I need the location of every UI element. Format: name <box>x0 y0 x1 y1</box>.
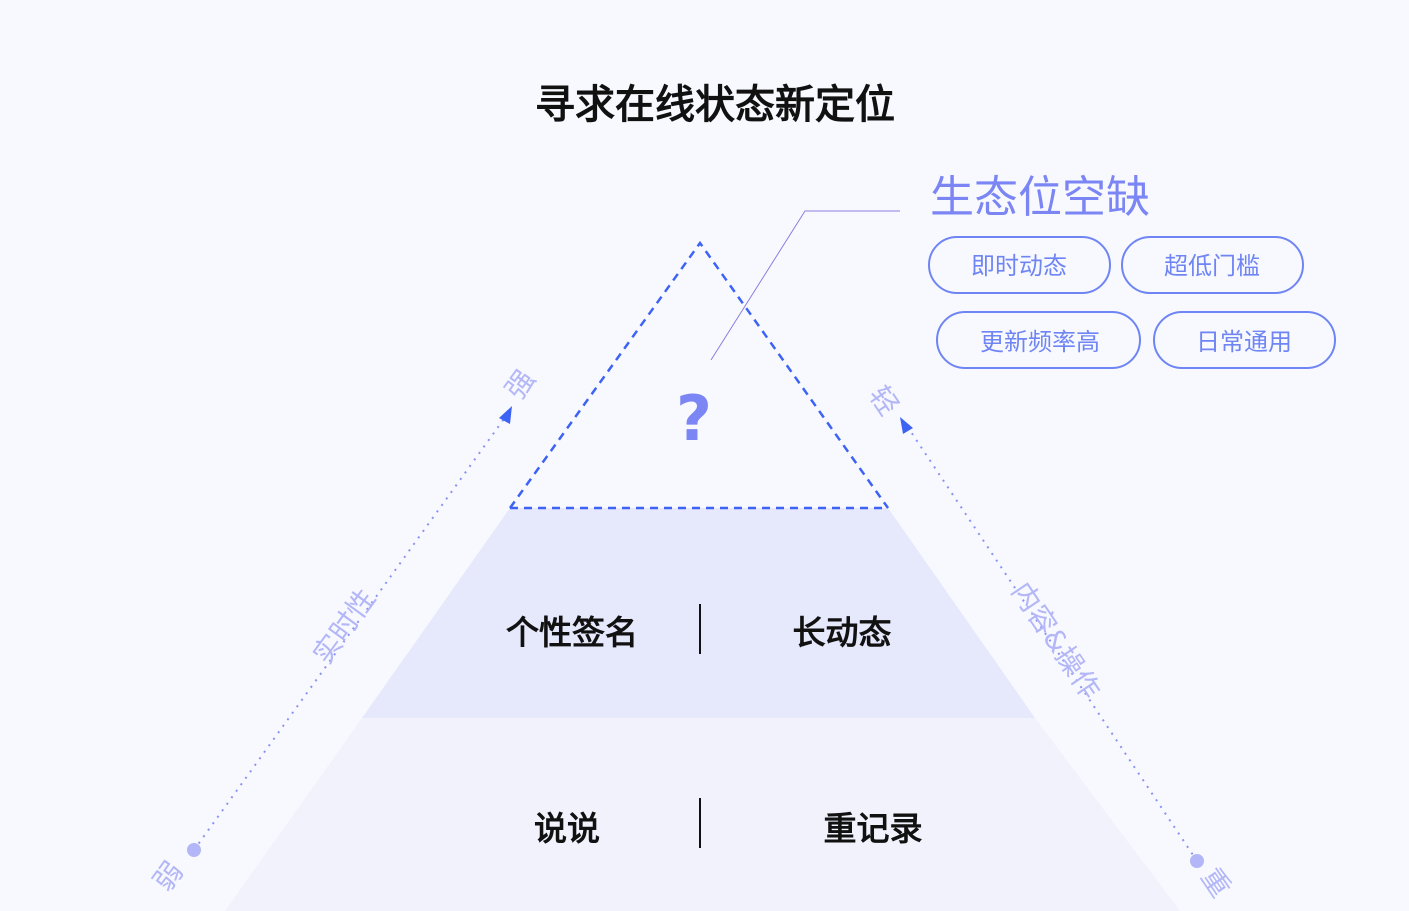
gap-heading: 生态位空缺 <box>930 172 1150 223</box>
callout-line <box>710 210 900 361</box>
left-axis-label: 实时性 <box>306 583 382 670</box>
tag-label: 更新频率高 <box>980 328 1100 356</box>
right-axis-low: 重 <box>1194 862 1237 904</box>
layer-bottom-left: 说说 <box>534 809 600 848</box>
left-axis-low: 弱 <box>147 855 190 897</box>
layer-middle-left: 个性签名 <box>506 613 638 652</box>
arrow-head-icon <box>900 417 913 434</box>
right-axis-label: 内容&操作 <box>1005 576 1107 705</box>
axis-start-dot <box>187 843 201 857</box>
axis-start-dot <box>1190 854 1204 868</box>
page-title: 寻求在线状态新定位 <box>535 82 895 128</box>
top-layer-dashed-outline <box>508 240 890 510</box>
middle-layer <box>362 508 1035 718</box>
tag: 即时动态 <box>928 236 1111 294</box>
tag: 超低门槛 <box>1121 236 1304 294</box>
bottom-layer <box>225 718 1180 911</box>
tag-label: 即时动态 <box>971 252 1067 280</box>
tag-label: 日常通用 <box>1196 328 1292 356</box>
tag-label: 超低门槛 <box>1164 252 1260 280</box>
tag: 日常通用 <box>1153 311 1336 369</box>
layer-bottom-right: 重记录 <box>824 809 923 848</box>
tag: 更新频率高 <box>936 311 1141 369</box>
layer-middle-right: 长动态 <box>793 613 892 652</box>
arrow-head-icon <box>499 406 512 424</box>
right-axis-high: 轻 <box>862 380 905 422</box>
question-mark: ? <box>676 382 712 455</box>
left-axis-high: 强 <box>499 363 542 405</box>
